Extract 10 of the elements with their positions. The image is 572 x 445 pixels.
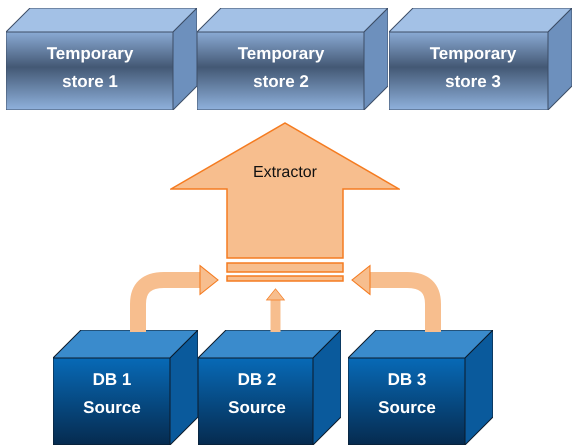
arrow-label: Extractor (252, 163, 318, 183)
block-arrow (130, 265, 219, 332)
block-label: DB 1 Source (82, 369, 142, 419)
block-label: Temporary store 2 (236, 43, 326, 93)
block-arrow (351, 265, 441, 332)
block-arrow (266, 288, 285, 332)
block-label: DB 2 Source (227, 369, 287, 419)
block-label: Temporary store 1 (46, 43, 134, 93)
block-label: DB 3 Source (377, 369, 437, 419)
block-label: Temporary store 3 (428, 43, 518, 93)
